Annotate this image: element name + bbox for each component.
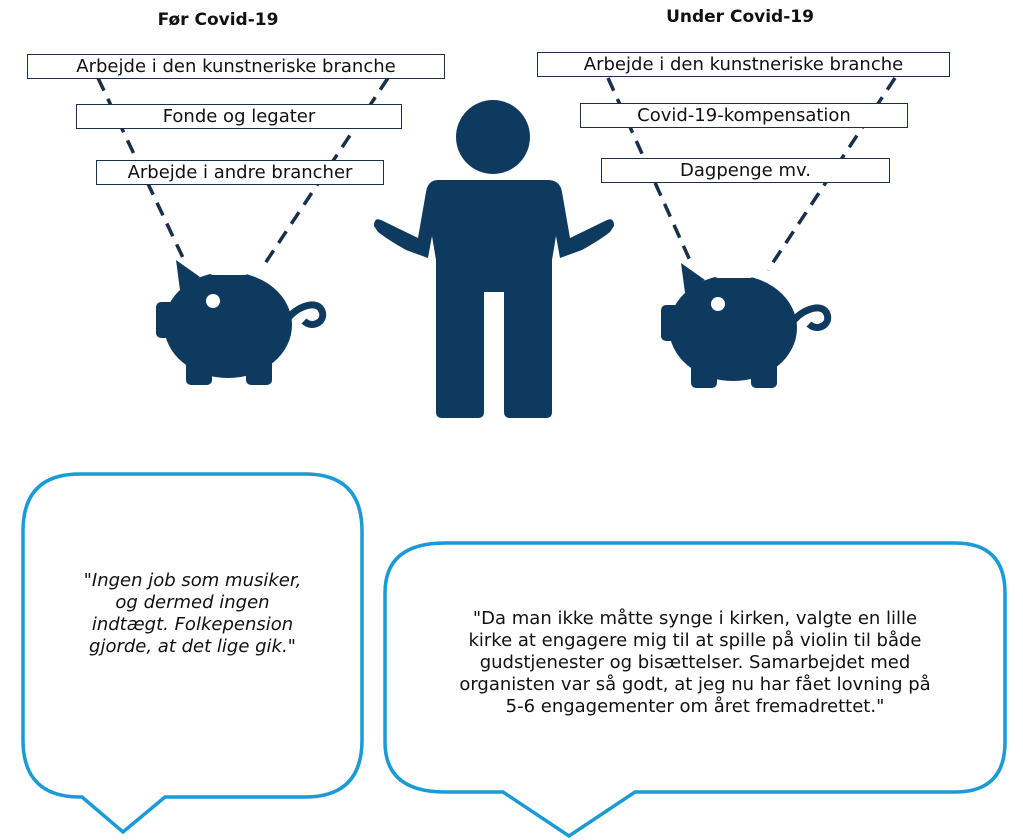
source-box-compensation-during: Covid-19-kompensation <box>580 103 908 128</box>
source-box-art-work-before: Arbejde i den kunstneriske branche <box>27 54 445 79</box>
source-box-unemployment-during: Dagpenge mv. <box>601 158 890 183</box>
source-box-art-work-during: Arbejde i den kunstneriske branche <box>537 52 950 77</box>
quote-right: "Da man ikke måtte synge i kirken, valgt… <box>395 608 995 718</box>
speech-bubble-right <box>383 541 1007 839</box>
piggy-bank-icon <box>156 260 327 385</box>
quote-right-line: 5-6 engagementer om året fremadrettet." <box>505 696 885 717</box>
source-box-other-work-before: Arbejde i andre brancher <box>96 160 384 185</box>
quote-right-line: organisten var så godt, at jeg nu har få… <box>459 674 931 695</box>
quote-left-line: gjorde, at det lige gik." <box>89 636 296 657</box>
quote-left-line: indtægt. Folkepension <box>91 614 294 635</box>
speech-bubble-left <box>21 472 364 835</box>
person-shrugging-icon <box>374 100 614 418</box>
quote-right-line: "Da man ikke måtte synge i kirken, valgt… <box>472 608 918 629</box>
heading-during-covid: Under Covid-19 <box>666 7 814 27</box>
quote-left-line: og dermed ingen <box>115 592 270 613</box>
heading-before-covid: Før Covid-19 <box>157 10 279 30</box>
quote-right-line: gudstjenester og bisættelser. Samarbejde… <box>479 652 911 673</box>
quote-left: "Ingen job som musiker, og dermed ingen … <box>40 570 345 658</box>
piggy-bank-icon <box>661 263 832 388</box>
quote-left-line: "Ingen job som musiker, <box>83 570 302 591</box>
source-box-funds-before: Fonde og legater <box>76 104 402 129</box>
quote-right-line: kirke at engagere mig til at spille på v… <box>468 630 922 651</box>
